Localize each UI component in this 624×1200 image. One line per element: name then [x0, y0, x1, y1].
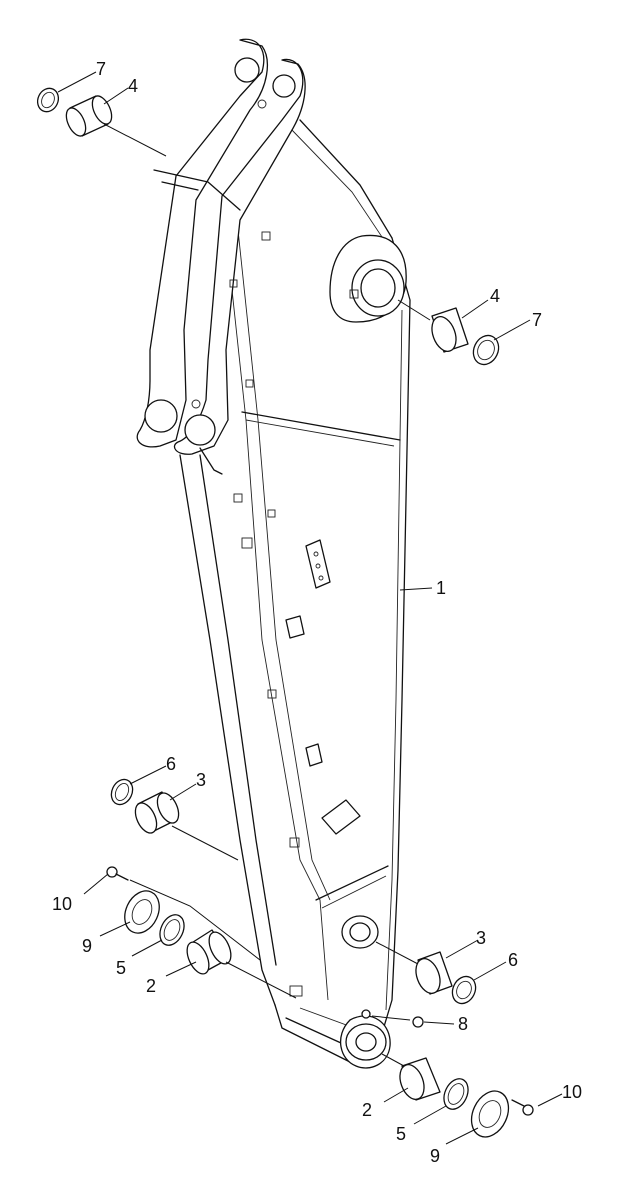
callout-6-right: 6	[508, 950, 518, 970]
part-bolt-10-left	[106, 866, 129, 881]
lower-pin-bosses	[340, 915, 391, 1069]
callout-3-right: 3	[476, 928, 486, 948]
part-bushing-3-right	[375, 941, 453, 995]
part-seal-5-right	[443, 1078, 469, 1110]
callout-9-left: 9	[82, 936, 92, 956]
callout-6-left: 6	[166, 754, 176, 774]
part-seal-5-left	[159, 914, 185, 946]
part-bushing-3-left	[134, 791, 239, 861]
arm-surface-details	[229, 231, 361, 997]
callout-4-right: 4	[490, 286, 500, 306]
callout-5-right: 5	[396, 1124, 406, 1144]
part-fitting-8	[361, 1009, 424, 1028]
callout-10-left: 10	[52, 894, 72, 914]
callout-5-left: 5	[116, 958, 126, 978]
callout-9-right: 9	[430, 1146, 440, 1166]
callout-7-top: 7	[96, 59, 106, 79]
part-seal-7-top	[36, 87, 60, 113]
callout-1: 1	[436, 578, 446, 598]
callout-leaders	[57, 71, 563, 1145]
callout-10-right: 10	[562, 1082, 582, 1102]
part-bolt-10-right	[511, 1099, 534, 1116]
upper-pin-boss	[329, 234, 407, 323]
callout-labels: 1 7 4 4 7 6 3 10 9 5 2 3 6 8 10 2 5 9	[52, 59, 582, 1166]
callout-3-left: 3	[196, 770, 206, 790]
part-seal-7-right	[472, 334, 500, 366]
part-bushing-4-right	[397, 299, 469, 353]
part-bushing-4-top	[65, 95, 167, 157]
part-seal-6-right	[451, 975, 477, 1005]
part-bushing-2-right	[381, 1053, 441, 1101]
callout-2-left: 2	[146, 976, 156, 996]
callout-4-top: 4	[128, 76, 138, 96]
part-bushing-2-left	[186, 929, 297, 999]
callout-8: 8	[458, 1014, 468, 1034]
part-plate-9-right	[470, 1090, 510, 1138]
part-seal-6-left	[110, 778, 134, 806]
callout-2-right: 2	[362, 1100, 372, 1120]
part-plate-9-left	[124, 879, 261, 961]
top-bracket-plates	[136, 38, 306, 475]
callout-7-right: 7	[532, 310, 542, 330]
